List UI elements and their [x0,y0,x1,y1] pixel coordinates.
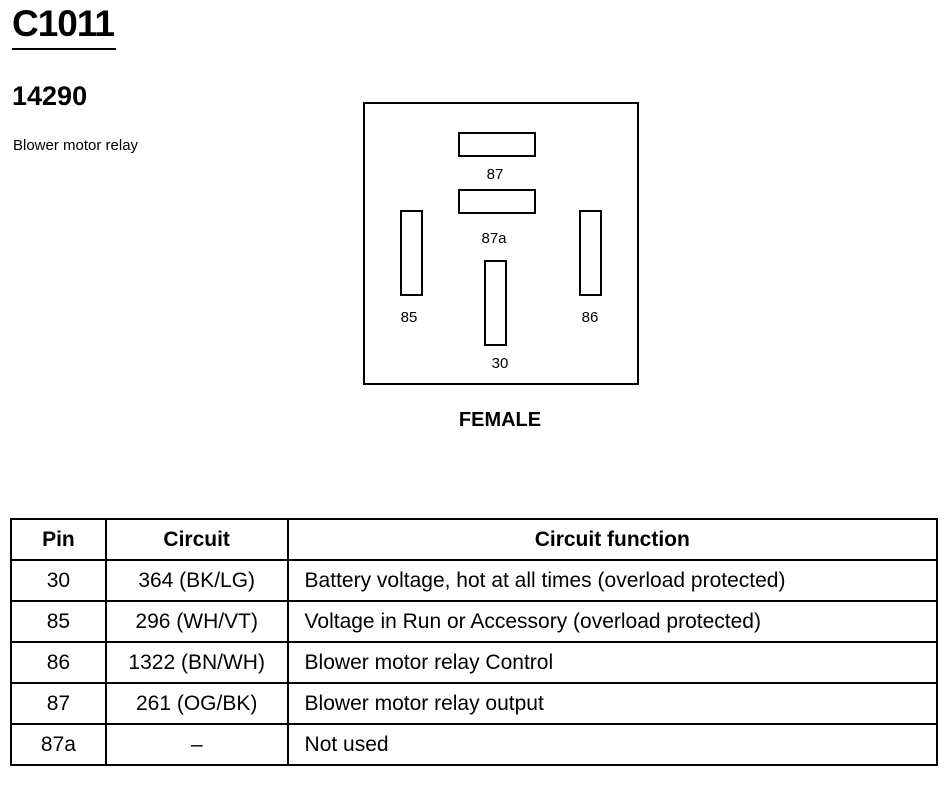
pin-cell: 30 [10,559,107,602]
table-row: 85 296 (WH/VT) Voltage in Run or Accesso… [10,600,939,643]
table-row: 87a – Not used [10,723,939,766]
terminal-label-87: 87 [486,166,504,183]
connector-description: Blower motor relay [13,137,139,154]
header-pin: Pin [10,518,107,561]
part-number: 14290 [12,81,88,111]
terminal-87 [458,132,536,157]
pin-cell: 86 [10,641,107,684]
function-cell: Voltage in Run or Accessory (overload pr… [286,600,939,643]
terminal-30 [484,260,507,346]
terminal-label-85: 85 [400,309,418,326]
table-row: 30 364 (BK/LG) Battery voltage, hot at a… [10,559,939,602]
terminal-label-86: 86 [581,309,599,326]
pin-cell: 87a [10,723,107,766]
connector-face-diagram: 87 87a 85 86 30 [363,102,639,385]
terminal-label-30: 30 [491,355,509,372]
header-circuit-function: Circuit function [286,518,939,561]
function-cell: Battery voltage, hot at all times (overl… [286,559,939,602]
circuit-cell: 261 (OG/BK) [104,682,289,725]
pin-cell: 85 [10,600,107,643]
table-row: 86 1322 (BN/WH) Blower motor relay Contr… [10,641,939,684]
header-circuit: Circuit [104,518,289,561]
pin-cell: 87 [10,682,107,725]
function-cell: Blower motor relay Control [286,641,939,684]
terminal-label-87a: 87a [481,230,507,247]
circuit-cell: – [104,723,289,766]
circuit-cell: 1322 (BN/WH) [104,641,289,684]
terminal-86 [579,210,602,296]
function-cell: Blower motor relay output [286,682,939,725]
pin-table: Pin Circuit Circuit function 30 364 (BK/… [10,518,939,766]
function-cell: Not used [286,723,939,766]
terminal-87a [458,189,536,214]
terminal-85 [400,210,423,296]
connector-id-underline [12,48,116,50]
connector-view-label: FEMALE [458,409,542,431]
connector-id: C1011 [12,3,115,44]
circuit-cell: 364 (BK/LG) [104,559,289,602]
table-header-row: Pin Circuit Circuit function [10,518,939,561]
circuit-cell: 296 (WH/VT) [104,600,289,643]
table-row: 87 261 (OG/BK) Blower motor relay output [10,682,939,725]
